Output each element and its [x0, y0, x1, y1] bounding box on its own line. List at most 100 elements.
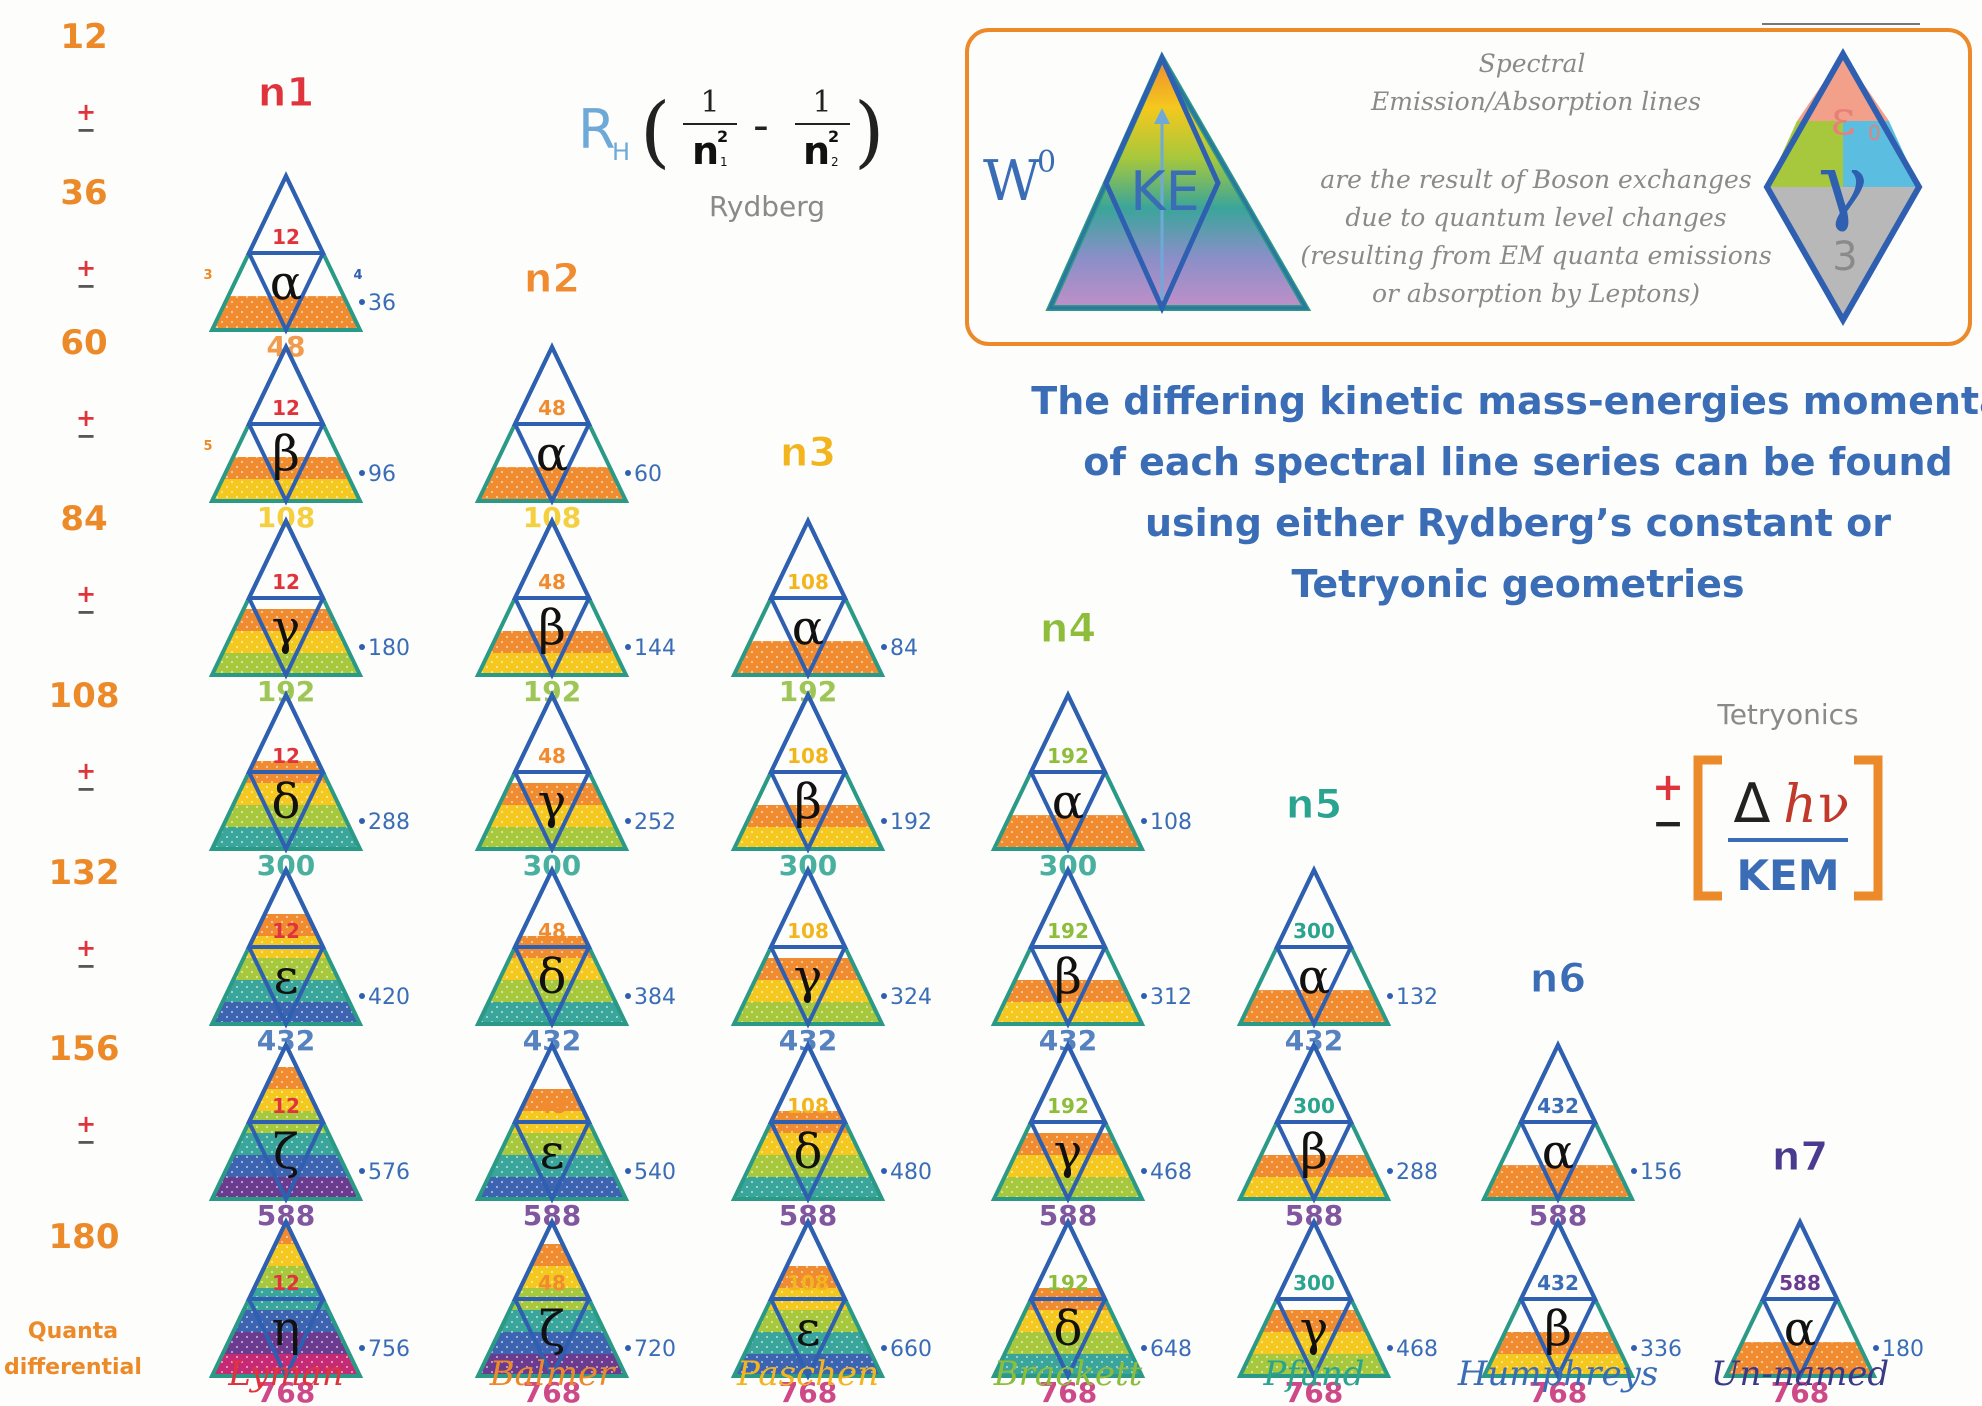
triangle-top-number: 48	[538, 919, 566, 943]
right-marker-dot	[625, 1345, 631, 1351]
right-marker-dot	[1141, 993, 1147, 999]
series-name-lyman: Lyman	[227, 1354, 344, 1394]
right-marker-dot	[359, 299, 365, 305]
tetryonics-caption: Tetryonics	[1716, 698, 1858, 731]
triangle-top-number: 192	[1047, 1271, 1089, 1295]
rydberg-lparen: (	[640, 87, 670, 177]
quanta-value: 156	[49, 1029, 120, 1069]
triangle-right-number: 468	[1150, 1160, 1192, 1185]
rydberg-den1-sup: 2	[717, 127, 728, 146]
quanta-value: 60	[60, 323, 107, 363]
triangle-top-number: 300	[1293, 1271, 1335, 1295]
quanta-column: 12+−36+−60+−84+−108+−132+−156+−180	[49, 17, 120, 1257]
right-marker-dot	[359, 644, 365, 650]
quanta-value: 132	[49, 853, 120, 893]
diamond-gamma: γ	[1818, 136, 1868, 234]
headline-line-3: using either Rydberg’s constant or	[1145, 501, 1891, 545]
spectral-triangle-δ: 108δ480588	[734, 1045, 932, 1232]
triangle-top-number: 48	[538, 1094, 566, 1118]
triangle-top-number: 192	[1047, 744, 1089, 768]
quanta-footer-line2: differential	[4, 1355, 142, 1380]
triangle-right-number: 540	[634, 1160, 676, 1185]
triangle-right-number: 576	[368, 1160, 410, 1185]
triangle-right-number: 192	[890, 810, 932, 835]
triangle-bottom-number: 588	[1285, 1199, 1343, 1232]
spectral-triangle-α: 12α364834	[203, 176, 396, 363]
right-marker-dot	[1631, 1168, 1637, 1174]
triangle-letter: α	[1298, 949, 1330, 1005]
right-marker-dot	[881, 1168, 887, 1174]
triangle-top-number: 432	[1537, 1271, 1579, 1295]
triangle-letter: ε	[274, 949, 299, 1005]
triangle-letter: ε	[796, 1301, 821, 1357]
series-name-un-named: Un-named	[1711, 1354, 1889, 1394]
w-boson-label: W	[983, 149, 1041, 214]
quanta-value: 36	[60, 173, 107, 213]
triangle-letter: δ	[794, 1124, 823, 1180]
plus-minus-minus: −	[76, 272, 96, 300]
quanta-value: 108	[49, 676, 120, 716]
rydberg-num2: 1	[812, 85, 831, 120]
right-marker-dot	[359, 470, 365, 476]
triangle-right-number: 132	[1396, 985, 1438, 1010]
triangle-top-number: 300	[1293, 1094, 1335, 1118]
spectral-triangle-γ: 108γ324432	[734, 870, 932, 1057]
triangle-right-number: 648	[1150, 1337, 1192, 1362]
triangle-right-number: 36	[368, 291, 396, 316]
triangle-top-number: 12	[272, 1271, 300, 1295]
right-marker-dot	[881, 1345, 887, 1351]
right-marker-dot	[359, 818, 365, 824]
triangle-top-number: 48	[538, 396, 566, 420]
triangle-top-number: 12	[272, 225, 300, 249]
triangle-letter: ζ	[539, 1301, 565, 1357]
boson-info-box: W 0 KE Spectral Emission/Absorption line…	[967, 30, 1970, 344]
triangle-letter: ζ	[273, 1124, 299, 1180]
triangle-top-number: 432	[1537, 1094, 1579, 1118]
headline: The differing kinetic mass-energies mome…	[1031, 379, 1982, 606]
right-marker-dot	[359, 1345, 365, 1351]
triangle-right-number: 312	[1150, 985, 1192, 1010]
series-header-n4: n4	[1040, 606, 1096, 652]
triangle-letter: γ	[538, 774, 567, 830]
right-marker-dot	[1141, 1168, 1147, 1174]
triangle-right-number: 252	[634, 810, 676, 835]
triangle-right-number: 756	[368, 1337, 410, 1362]
spectral-triangle-α: 432α156588	[1484, 1045, 1682, 1232]
h-symbol: h	[1783, 775, 1817, 835]
triangle-tiny-right: 4	[353, 268, 362, 283]
triangle-right-number: 60	[634, 462, 662, 487]
rydberg-den2: n	[803, 129, 830, 173]
right-bracket	[1854, 760, 1878, 896]
rydberg-r: R	[578, 98, 616, 161]
triangle-bottom-number: 588	[1039, 1199, 1097, 1232]
rydberg-minus: -	[753, 100, 769, 151]
triangle-right-number: 420	[368, 985, 410, 1010]
left-bracket	[1698, 760, 1722, 896]
right-marker-dot	[1387, 993, 1393, 999]
info-line-5: (resulting from EM quanta emissions	[1300, 241, 1771, 270]
spectral-triangle-δ: 12δ288300	[212, 695, 410, 882]
triangle-right-number: 108	[1150, 810, 1192, 835]
right-marker-dot	[881, 993, 887, 999]
plus-minus-minus: −	[76, 1128, 96, 1156]
plus-minus-minus: −	[76, 116, 96, 144]
triangle-right-number: 156	[1640, 1160, 1682, 1185]
delta-symbol: Δ	[1734, 772, 1771, 835]
triangle-top-number: 300	[1293, 919, 1335, 943]
series-name-paschen: Paschen	[736, 1354, 879, 1394]
quanta-value: 180	[49, 1217, 120, 1257]
triangle-right-number: 660	[890, 1337, 932, 1362]
right-marker-dot	[625, 644, 631, 650]
triangle-tiny-left: 3	[203, 268, 212, 283]
series-name-balmer: Balmer	[489, 1354, 616, 1394]
triangle-letter: α	[1542, 1124, 1574, 1180]
triangle-letter: β	[794, 774, 822, 830]
triangle-top-number: 12	[272, 1094, 300, 1118]
triangle-top-number: 12	[272, 919, 300, 943]
triangle-top-number: 108	[787, 744, 829, 768]
spectral-triangle-ε: 12ε420432	[212, 870, 410, 1057]
